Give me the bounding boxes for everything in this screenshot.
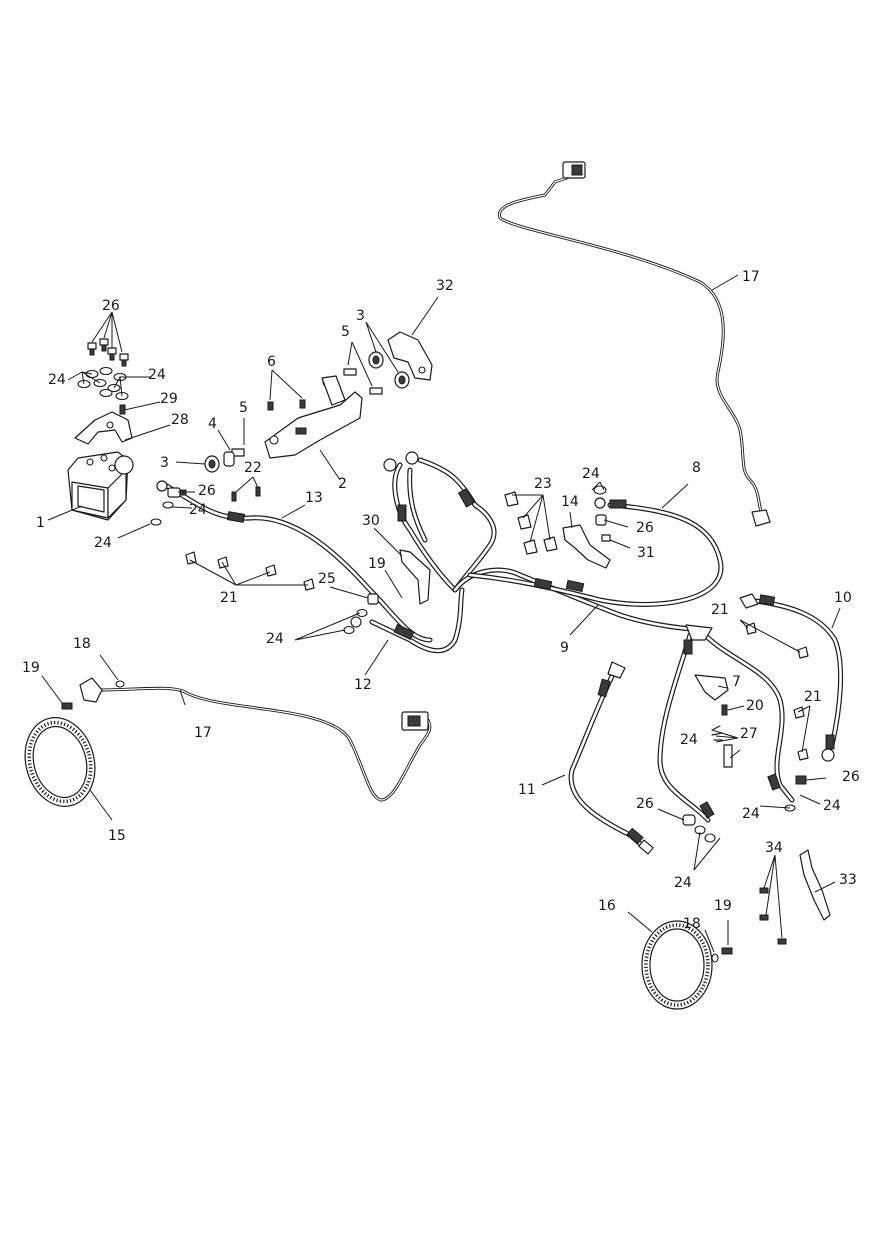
callout-18: 18 (73, 636, 91, 652)
callout-8: 8 (692, 460, 701, 476)
callout-24: 24 (742, 806, 760, 822)
callout-26: 26 (198, 483, 216, 499)
callout-9: 9 (560, 640, 569, 656)
sealing-washers-group (77, 366, 796, 843)
callout-15: 15 (108, 828, 126, 844)
hose-clips (185, 551, 809, 761)
callout-26: 26 (842, 769, 860, 785)
callout-24: 24 (680, 732, 698, 748)
rear-abs-reluctor-ring (641, 920, 713, 1010)
callout-17: 17 (742, 269, 760, 285)
callout-21: 21 (220, 590, 238, 606)
callout-26: 26 (636, 796, 654, 812)
callout-1: 1 (36, 515, 45, 531)
abs-modulator (67, 451, 134, 521)
callout-24: 24 (94, 535, 112, 551)
callout-30: 30 (362, 513, 380, 529)
callout-27: 27 (740, 726, 758, 742)
callout-14: 14 (561, 494, 579, 510)
callout-10: 10 (834, 590, 852, 606)
callout-5: 5 (341, 324, 350, 340)
callout-24: 24 (582, 466, 600, 482)
rear-hose-bracket-33 (799, 849, 831, 921)
callout-33: 33 (839, 872, 857, 888)
modulator-mounting-bracket (264, 391, 363, 459)
callout-19: 19 (22, 660, 40, 676)
callout-19: 19 (714, 898, 732, 914)
leader-lines (41, 274, 841, 953)
hose-guide-bracket-30 (399, 549, 431, 605)
callout-23: 23 (534, 476, 552, 492)
rear-wheel-speed-sensor-harness (79, 677, 432, 802)
callout-6: 6 (267, 354, 276, 370)
callout-29: 29 (160, 391, 178, 407)
brake-hoses (162, 457, 844, 851)
callout-3: 3 (160, 455, 169, 471)
callout-32: 32 (436, 278, 454, 294)
callout-24: 24 (266, 631, 284, 647)
speed-sensor-icon (751, 509, 771, 527)
callout-24: 24 (674, 875, 692, 891)
callout-3: 3 (356, 308, 365, 324)
front-wheel-speed-sensor-harness (497, 161, 771, 527)
callout-24: 24 (148, 367, 166, 383)
callout-21: 21 (804, 689, 822, 705)
modulator-top-bolts (87, 338, 129, 367)
callout-13: 13 (305, 490, 323, 506)
callout-17: 17 (194, 725, 212, 741)
callout-25: 25 (318, 571, 336, 587)
callout-26: 26 (102, 298, 120, 314)
callout-7: 7 (732, 674, 741, 690)
callout-28: 28 (171, 412, 189, 428)
callout-24: 24 (189, 502, 207, 518)
modulator-upper-bracket (74, 411, 133, 445)
callout-11: 11 (518, 782, 536, 798)
callout-12: 12 (354, 677, 372, 693)
callout-16: 16 (598, 898, 616, 914)
callout-19: 19 (368, 556, 386, 572)
cable-clips (504, 491, 558, 555)
upper-mounting-bracket (387, 331, 433, 381)
callout-labels: 1 2 3 3 4 5 5 6 7 8 9 10 11 12 13 14 15 … (22, 269, 860, 932)
callout-31: 31 (637, 545, 655, 561)
callout-21: 21 (711, 602, 729, 618)
callout-2: 2 (338, 476, 347, 492)
hose-bracket-14 (562, 524, 611, 569)
callout-18: 18 (683, 916, 701, 932)
grommets (204, 351, 410, 473)
callout-22: 22 (244, 460, 262, 476)
junction-bracket-7 (694, 674, 729, 701)
callout-5: 5 (239, 400, 248, 416)
hose-fittings (156, 451, 835, 855)
callout-24: 24 (823, 798, 841, 814)
callout-24: 24 (48, 372, 66, 388)
fasteners (61, 368, 807, 963)
callout-34: 34 (765, 840, 783, 856)
rear-speed-sensor-icon (79, 677, 103, 703)
callout-26: 26 (636, 520, 654, 536)
callout-4: 4 (208, 416, 217, 432)
front-abs-reluctor-ring (24, 717, 96, 807)
callout-20: 20 (746, 698, 764, 714)
